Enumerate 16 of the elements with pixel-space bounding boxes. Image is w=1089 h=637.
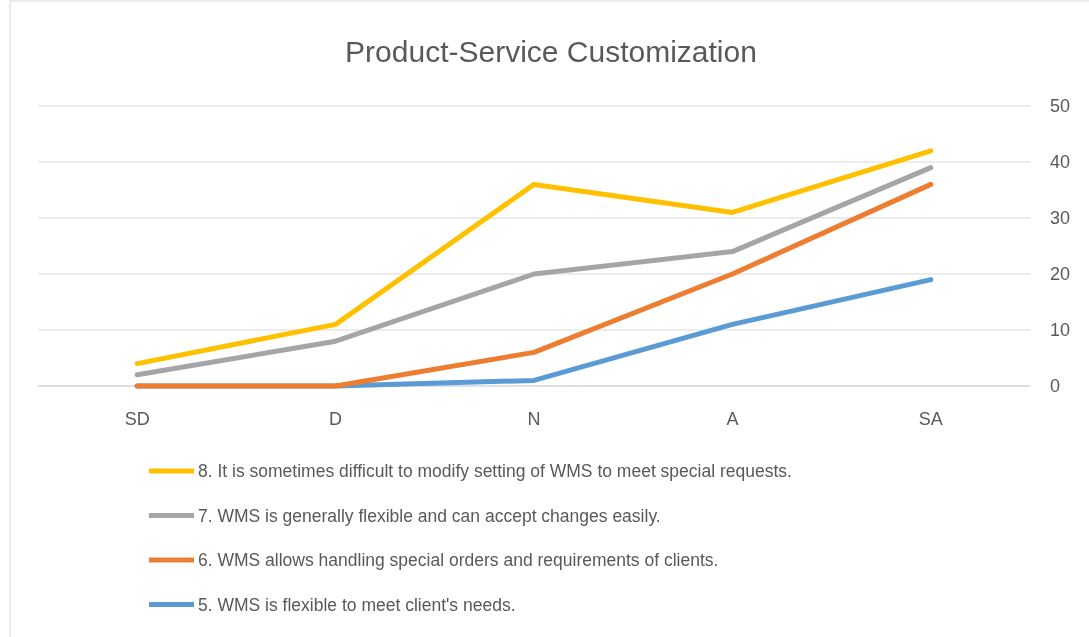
x-tick-label: SD — [124, 409, 150, 429]
x-tick-label: A — [726, 409, 739, 429]
y-tick-label: 10 — [1050, 320, 1071, 340]
chart-title: Product-Service Customization — [345, 35, 757, 68]
y-tick-label: 40 — [1050, 152, 1071, 172]
y-tick-label: 0 — [1050, 376, 1060, 396]
legend-label: 7. WMS is generally flexible and can accept changes easily. — [198, 505, 661, 526]
legend-label: 6. WMS allows handling special orders and requirements of clients. — [198, 550, 719, 570]
x-tick-label: SA — [918, 409, 943, 429]
y-tick-label: 20 — [1050, 264, 1071, 284]
legend-label: 5. WMS is flexible to meet client's needs. — [198, 594, 516, 615]
legend-label: 8. It is sometimes difficult to modify setting of WMS to meet special requests. — [198, 461, 792, 481]
x-tick-label: N — [527, 409, 541, 429]
y-tick-label: 50 — [1050, 96, 1071, 116]
x-tick-label: D — [329, 409, 343, 429]
y-tick-label: 30 — [1050, 208, 1071, 228]
